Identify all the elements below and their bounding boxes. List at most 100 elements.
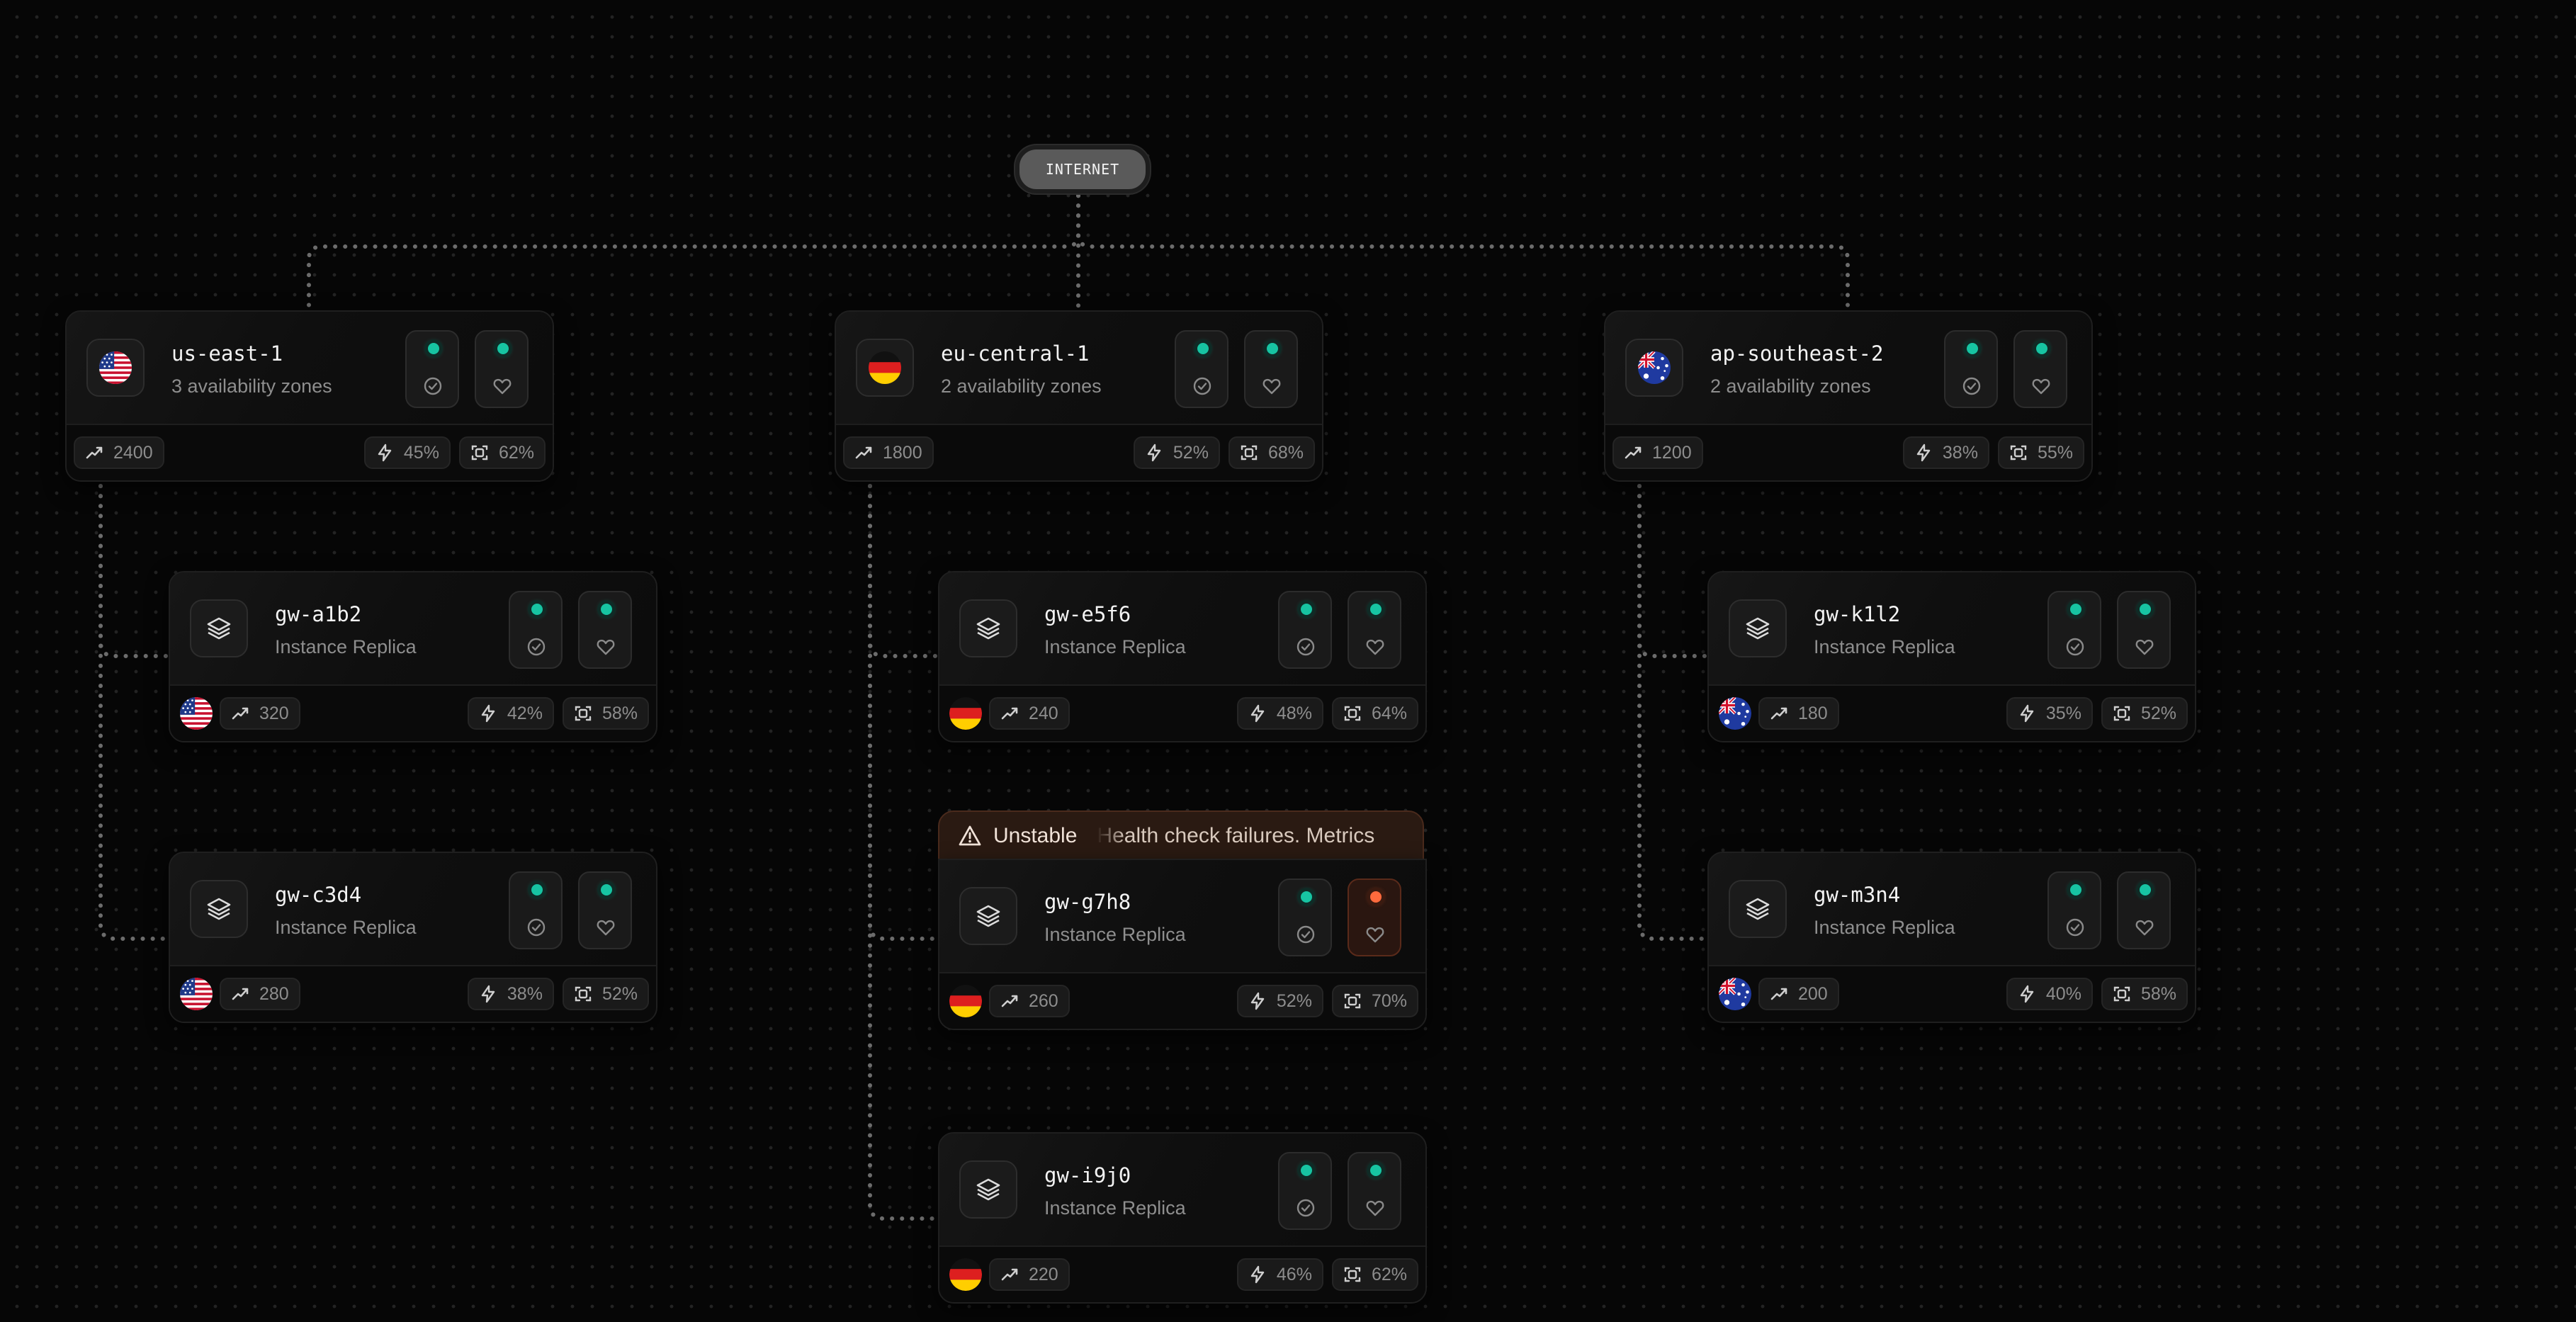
health-button[interactable] xyxy=(2117,871,2171,949)
region-name: us-east-1 xyxy=(171,341,283,366)
instance-name: gw-k1l2 xyxy=(1814,602,1901,626)
health-button[interactable] xyxy=(1348,591,1401,669)
memory-icon xyxy=(471,445,488,461)
health-button[interactable] xyxy=(578,871,632,949)
lightning-icon xyxy=(481,985,495,1003)
memory-stat: 52% xyxy=(2101,697,2188,730)
layers-icon xyxy=(959,599,1017,657)
region-node[interactable]: ap-southeast-2 2 availability zones 1200… xyxy=(1604,310,2093,482)
health-button[interactable] xyxy=(578,591,632,669)
status-button[interactable] xyxy=(405,330,459,408)
instance-type: Instance Replica xyxy=(1044,924,1186,945)
trend-icon xyxy=(232,988,249,1000)
instance-node[interactable]: gw-m3n4 Instance Replica 200 40% 58% xyxy=(1707,852,2196,1023)
traffic-stat: 2400 xyxy=(74,436,164,469)
instance-node[interactable]: gw-e5f6 Instance Replica 240 48% 64% xyxy=(938,571,1427,742)
cpu-stat: 46% xyxy=(1236,1258,1323,1291)
check-circle-icon xyxy=(527,638,546,656)
status-button[interactable] xyxy=(509,871,563,949)
availability-zones: 2 availability zones xyxy=(941,375,1102,397)
status-button[interactable] xyxy=(1278,878,1332,956)
unstable-alert-banner[interactable]: Unstable Health check failures. Metrics xyxy=(938,810,1424,861)
instance-name: gw-g7h8 xyxy=(1044,890,1131,914)
cpu-value: 42% xyxy=(507,703,543,723)
region-node[interactable]: us-east-1 3 availability zones 2400 45% … xyxy=(65,310,554,482)
health-led xyxy=(601,884,612,896)
status-led xyxy=(428,343,439,354)
traffic-value: 180 xyxy=(1798,703,1828,723)
health-button[interactable] xyxy=(1348,1152,1401,1230)
memory-value: 55% xyxy=(2037,442,2073,463)
status-led xyxy=(531,884,543,896)
layers-icon xyxy=(1729,599,1787,657)
health-led xyxy=(497,343,509,354)
memory-icon xyxy=(1344,993,1361,1009)
memory-value: 62% xyxy=(498,442,534,463)
memory-value: 58% xyxy=(601,703,638,723)
status-button[interactable] xyxy=(2047,591,2101,669)
traffic-stat: 1800 xyxy=(843,436,934,469)
heart-icon xyxy=(1262,378,1281,395)
layers-icon xyxy=(959,887,1017,945)
lightning-icon xyxy=(1147,444,1161,462)
de-flag-icon xyxy=(949,1258,982,1291)
health-button[interactable] xyxy=(1348,878,1401,956)
traffic-value: 2400 xyxy=(113,442,153,463)
warning-triangle-icon xyxy=(959,825,981,846)
us-flag-icon xyxy=(180,697,213,730)
internet-node[interactable]: INTERNET xyxy=(1015,145,1150,193)
cpu-value: 38% xyxy=(1942,442,1978,463)
status-button[interactable] xyxy=(1278,1152,1332,1230)
trend-icon xyxy=(1001,995,1018,1007)
au-flag-icon xyxy=(1719,978,1751,1010)
cpu-stat: 52% xyxy=(1133,436,1220,469)
traffic-stat: 320 xyxy=(220,697,300,730)
instance-node[interactable]: gw-g7h8 Instance Replica 260 52% 70% xyxy=(938,859,1427,1030)
memory-icon xyxy=(1344,706,1361,721)
instance-type: Instance Replica xyxy=(275,917,417,938)
cpu-stat: 52% xyxy=(1236,985,1323,1017)
check-circle-icon xyxy=(1297,638,1315,656)
health-led xyxy=(1370,604,1382,615)
status-button[interactable] xyxy=(2047,871,2101,949)
region-node[interactable]: eu-central-1 2 availability zones 1800 5… xyxy=(835,310,1323,482)
traffic-value: 1200 xyxy=(1652,442,1692,463)
instance-node[interactable]: gw-i9j0 Instance Replica 220 46% 62% xyxy=(938,1132,1427,1304)
status-button[interactable] xyxy=(1278,591,1332,669)
de-flag-icon xyxy=(856,339,914,397)
instance-node[interactable]: gw-c3d4 Instance Replica 280 38% 52% xyxy=(169,852,657,1023)
alert-message: Health check failures. Metrics xyxy=(1097,824,1375,847)
de-flag-icon xyxy=(949,985,982,1017)
health-led xyxy=(2140,604,2151,615)
cpu-stat: 40% xyxy=(2006,978,2093,1010)
region-name: ap-southeast-2 xyxy=(1710,341,1884,366)
cpu-stat: 48% xyxy=(1236,697,1323,730)
cpu-value: 48% xyxy=(1276,703,1312,723)
health-button[interactable] xyxy=(2013,330,2067,408)
traffic-stat: 220 xyxy=(989,1258,1070,1291)
check-circle-icon xyxy=(1193,377,1211,395)
check-circle-icon xyxy=(1297,1199,1315,1217)
cpu-value: 38% xyxy=(507,983,543,1004)
health-button[interactable] xyxy=(1244,330,1298,408)
health-button[interactable] xyxy=(2117,591,2171,669)
status-button[interactable] xyxy=(1944,330,1998,408)
check-circle-icon xyxy=(1297,925,1315,944)
layers-icon xyxy=(959,1160,1017,1219)
instance-node[interactable]: gw-a1b2 Instance Replica 320 42% 58% xyxy=(169,571,657,742)
memory-value: 68% xyxy=(1267,442,1304,463)
memory-value: 62% xyxy=(1371,1264,1407,1284)
traffic-value: 200 xyxy=(1798,983,1828,1004)
status-button[interactable] xyxy=(509,591,563,669)
traffic-value: 260 xyxy=(1029,990,1058,1011)
status-button[interactable] xyxy=(1175,330,1228,408)
memory-stat: 64% xyxy=(1331,697,1418,730)
lightning-icon xyxy=(1916,444,1931,462)
memory-stat: 68% xyxy=(1228,436,1315,469)
instance-node[interactable]: gw-k1l2 Instance Replica 180 35% 52% xyxy=(1707,571,2196,742)
health-button[interactable] xyxy=(475,330,529,408)
trend-icon xyxy=(1625,446,1642,459)
memory-stat: 58% xyxy=(2101,978,2188,1010)
instance-name: gw-m3n4 xyxy=(1814,883,1901,907)
cpu-value: 52% xyxy=(1173,442,1209,463)
